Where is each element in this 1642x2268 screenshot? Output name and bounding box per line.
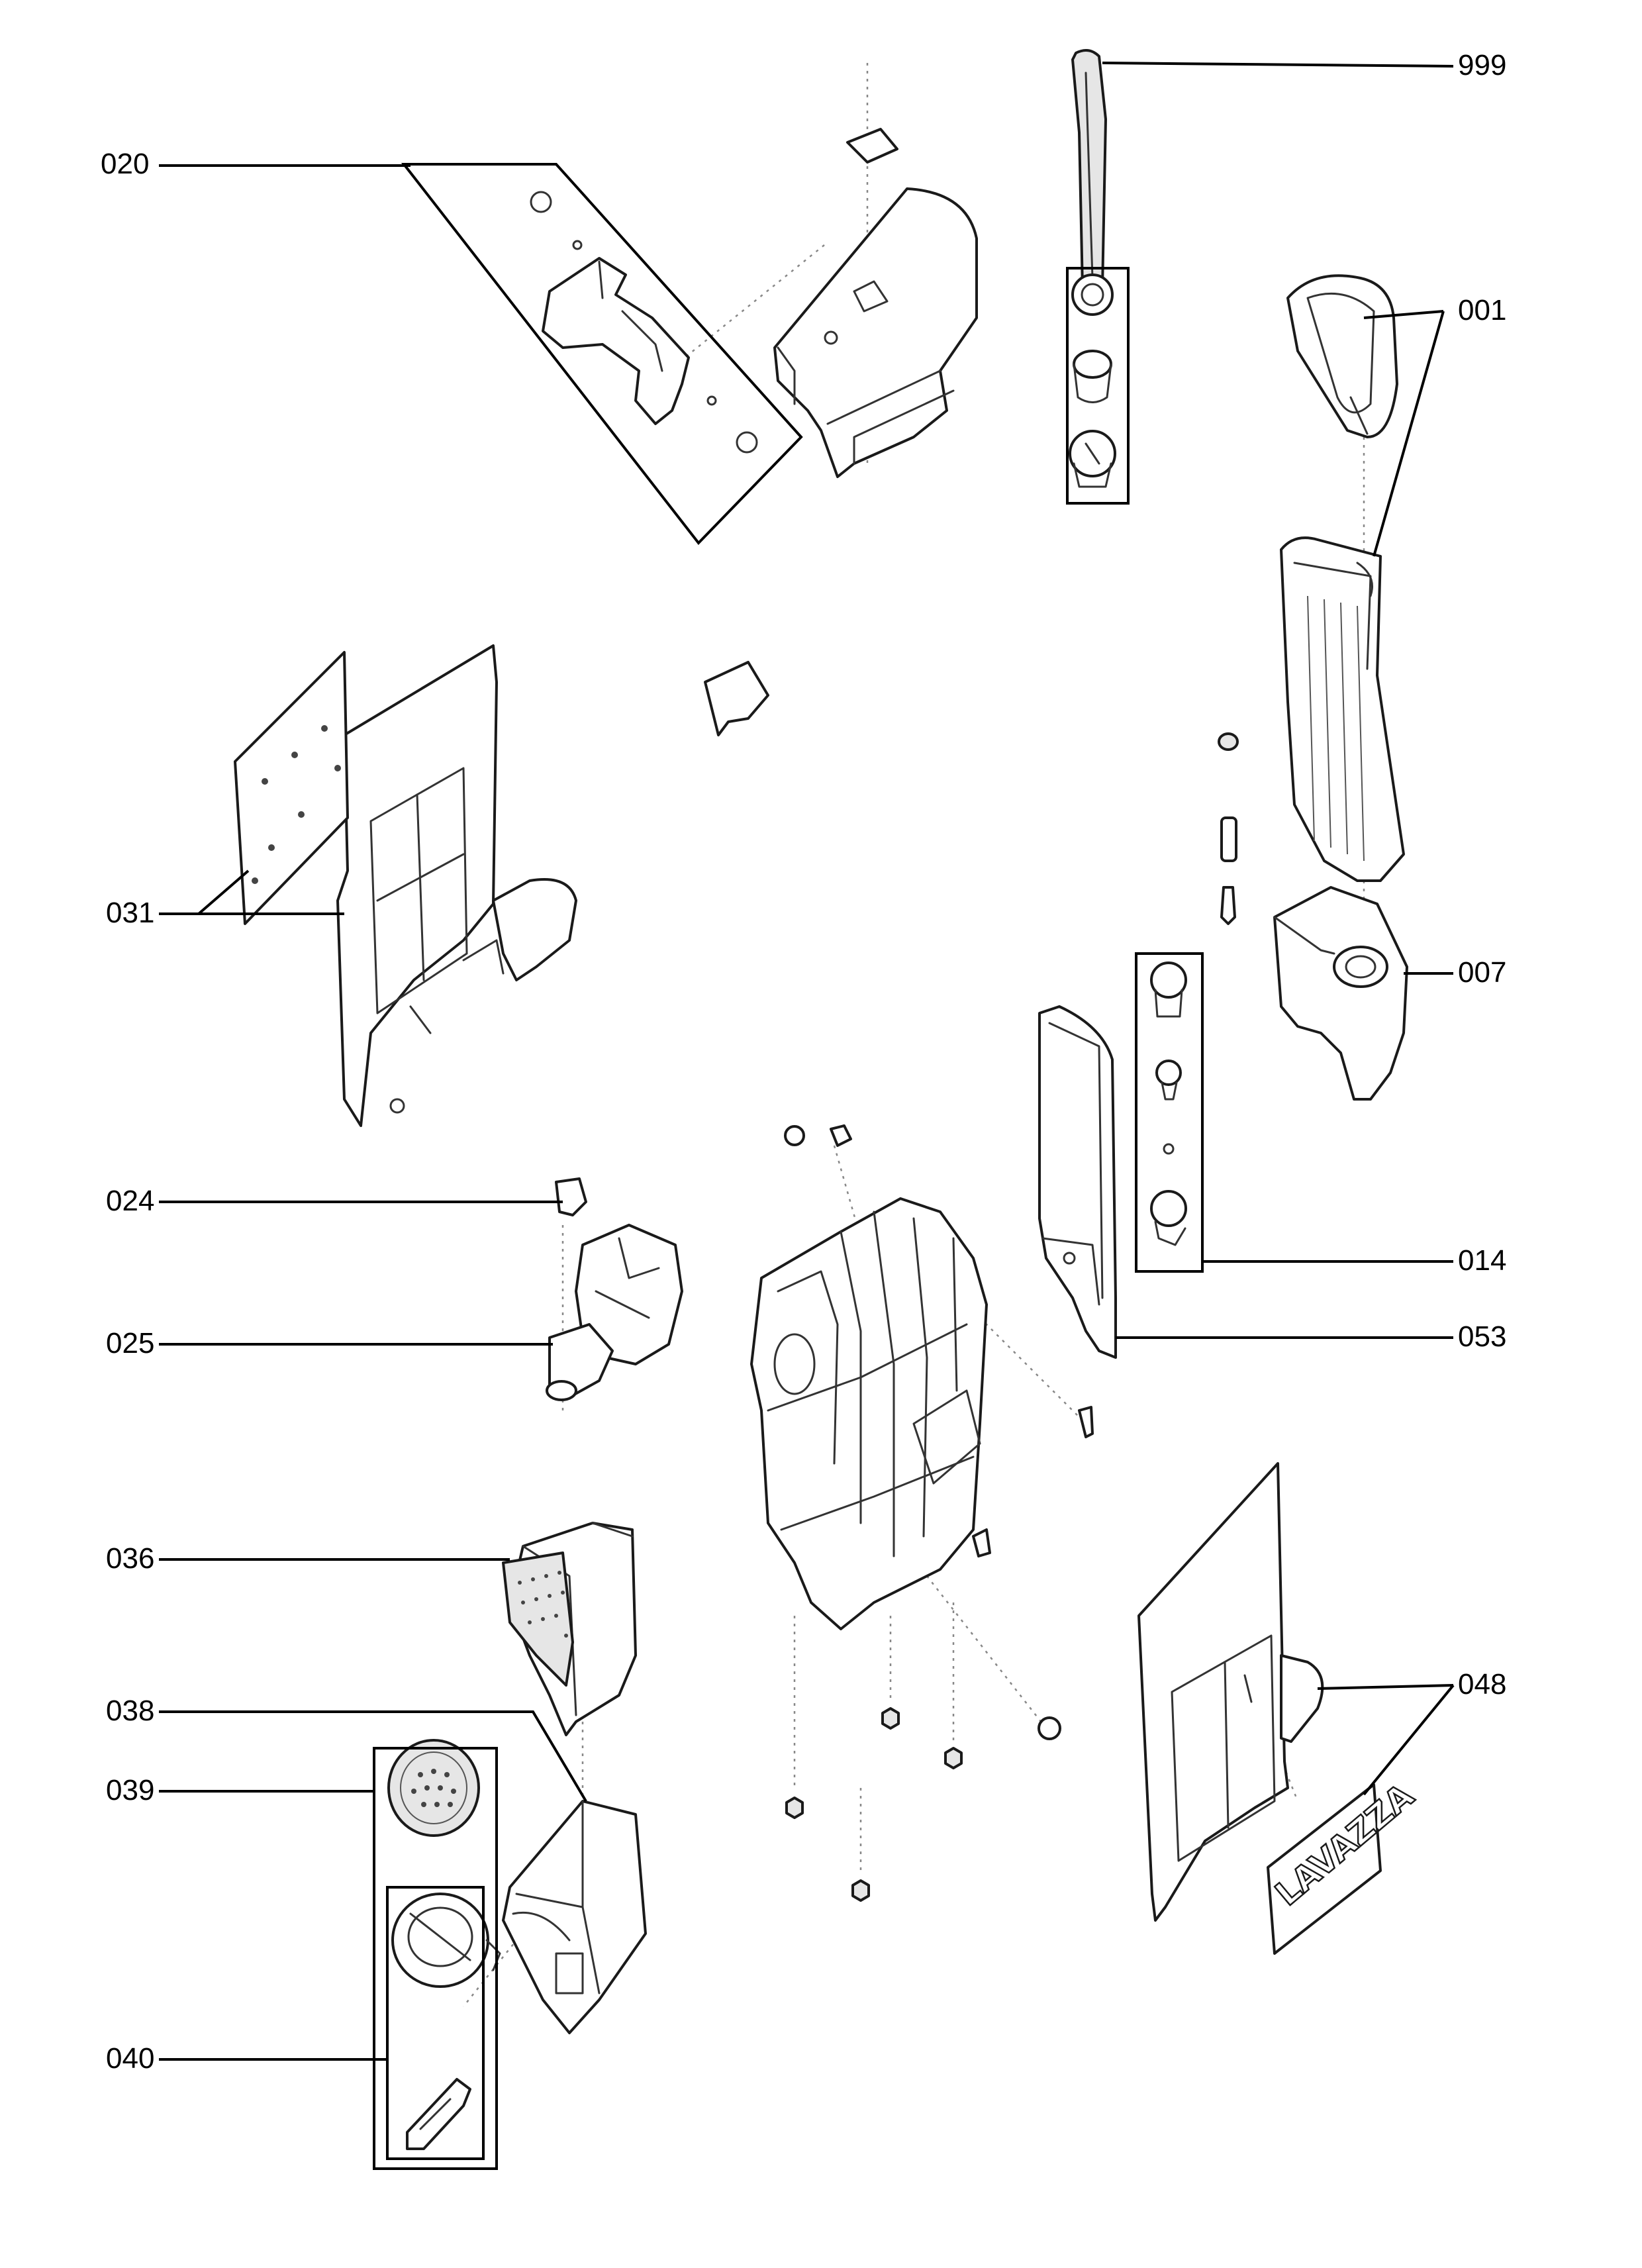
callout-007: 007 [1458,956,1506,989]
water-tank-part [1280,536,1405,882]
grounds-container-part [502,1800,647,2034]
outlet-valve-kit-frame [1135,952,1204,1273]
filter-kit-part [387,1739,501,2150]
left-side-panel-part [234,644,577,1127]
callout-038: 038 [106,1695,154,1727]
leader-lines [159,62,1455,2061]
tank-base-part [1273,886,1408,1101]
callout-036: 036 [106,1542,154,1575]
clip-part [704,661,769,736]
rear-cover-part [773,128,978,478]
right-side-panel-part [1038,1005,1117,1359]
water-tank-lid-part [1286,274,1398,438]
callout-025: 025 [106,1327,154,1359]
callout-053: 053 [1458,1320,1506,1353]
callout-labels: 020 999 001 031 007 024 014 025 053 036 … [101,49,1506,2075]
drip-tray-part [502,1522,637,1736]
logo-plate-part: LAVAZZA [1267,1775,1422,1955]
brew-group-part [546,1177,683,1401]
handle-kit-frame [401,163,803,546]
callout-048: 048 [1458,1668,1506,1701]
outlet-valve-kit-part [1150,961,1187,1246]
cleaning-tool-part [1069,49,1116,488]
valve-kit-frame [1066,267,1130,505]
filter-kit-inner-frame [386,1886,485,2160]
callout-014: 014 [1458,1244,1506,1277]
handle-part [530,191,758,454]
callout-020: 020 [101,148,149,180]
callout-040: 040 [106,2042,154,2075]
filter-kit-outer-frame [373,1747,498,2170]
chassis-frame-part [750,1124,1094,1902]
spring-set-part [1218,732,1239,925]
callout-999: 999 [1458,49,1506,81]
callout-001: 001 [1458,294,1506,326]
callout-039: 039 [106,1774,154,1806]
callout-031: 031 [106,897,154,929]
front-panel-part [1137,1462,1324,1922]
callout-024: 024 [106,1185,154,1217]
